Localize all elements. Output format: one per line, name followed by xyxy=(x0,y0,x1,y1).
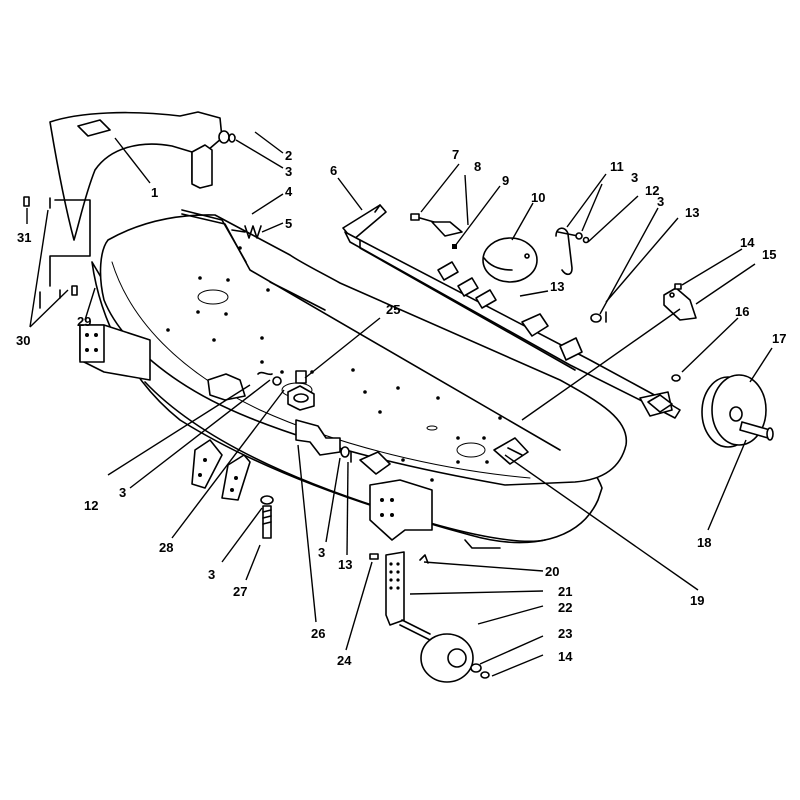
callout-31: 31 xyxy=(17,230,31,245)
front-gauge-wheel xyxy=(369,551,490,683)
callout-17: 17 xyxy=(772,331,786,346)
callout-18: 18 xyxy=(697,535,711,550)
mower-deck xyxy=(91,214,628,549)
callout-15: 15 xyxy=(762,247,776,262)
callout-27: 27 xyxy=(233,584,247,599)
callout-25: 25 xyxy=(386,302,400,317)
callout-19: 19 xyxy=(690,593,704,608)
chute-deflector-bracket xyxy=(23,196,91,309)
callout-24: 24 xyxy=(337,653,352,668)
callout-11: 11 xyxy=(610,159,624,174)
callout-22: 22 xyxy=(558,600,572,615)
callout-3f: 3 xyxy=(119,485,126,500)
callout-21: 21 xyxy=(558,584,572,599)
callout-13a: 13 xyxy=(685,205,699,220)
callout-13b: 13 xyxy=(550,279,564,294)
front-gauge-bracket xyxy=(369,479,433,541)
callout-labels: 1 2 3 4 5 6 7 8 9 10 11 3 12 3 13 13 14 … xyxy=(16,147,786,668)
pivot-links xyxy=(191,439,251,501)
idler-bracket-assembly xyxy=(207,370,391,475)
callout-3c: 3 xyxy=(657,194,664,209)
callout-7: 7 xyxy=(452,147,459,162)
callout-3e: 3 xyxy=(208,567,215,582)
callout-12b: 12 xyxy=(84,498,98,513)
callout-2: 2 xyxy=(285,148,292,163)
callout-28: 28 xyxy=(159,540,173,555)
left-front-bracket xyxy=(79,324,151,381)
callout-13c: 13 xyxy=(338,557,352,572)
callout-4: 4 xyxy=(285,184,293,199)
callout-3b: 3 xyxy=(631,170,638,185)
callout-3d: 3 xyxy=(318,545,325,560)
callout-20: 20 xyxy=(545,564,559,579)
discharge-chute xyxy=(49,111,223,241)
torsion-spring xyxy=(231,225,262,239)
chute-hinge-bracket xyxy=(191,130,236,189)
callout-5: 5 xyxy=(285,216,292,231)
chute-hinge-rod xyxy=(181,209,561,451)
callout-16: 16 xyxy=(735,304,749,319)
callout-30: 30 xyxy=(16,333,30,348)
callout-1: 1 xyxy=(151,185,158,200)
rear-wheel-bracket xyxy=(663,283,697,321)
rail-hardware xyxy=(410,213,463,249)
callout-14a: 14 xyxy=(740,235,755,250)
rail-washer-pin xyxy=(590,311,607,323)
callout-23: 23 xyxy=(558,626,572,641)
leader-lines xyxy=(26,131,773,677)
callout-3: 3 xyxy=(285,164,292,179)
bolt-27 xyxy=(260,495,274,539)
callout-10: 10 xyxy=(531,190,545,205)
decal-10 xyxy=(482,237,538,283)
callout-14b: 14 xyxy=(558,649,573,664)
callout-9: 9 xyxy=(502,173,509,188)
washers-3-13 xyxy=(340,446,352,463)
callout-12a: 12 xyxy=(645,183,659,198)
rear-wheel xyxy=(671,374,774,448)
rear-rail xyxy=(342,204,681,419)
callout-8: 8 xyxy=(474,159,481,174)
callout-26: 26 xyxy=(311,626,325,641)
rail-handle xyxy=(555,227,590,276)
callout-29: 29 xyxy=(77,314,91,329)
anti-scalp-roller xyxy=(493,437,529,465)
callout-6: 6 xyxy=(330,163,337,178)
